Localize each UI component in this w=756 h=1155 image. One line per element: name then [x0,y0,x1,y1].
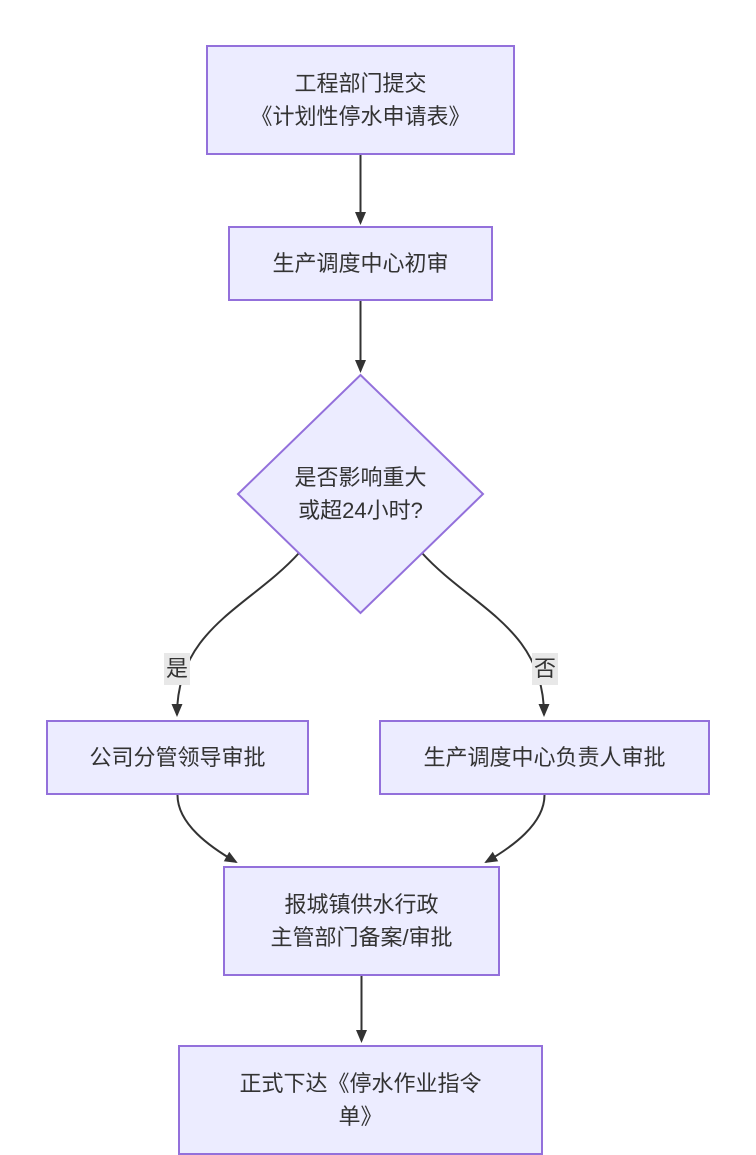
node-initial-review: 生产调度中心初审 [228,226,493,301]
edge-label-yes: 是 [164,653,191,685]
node-line: 《计划性停水申请表》 [250,104,471,129]
edge-label-no: 否 [532,653,559,685]
edge-decision-no [421,552,550,717]
node-line: 主管部门备案/审批 [270,925,453,950]
node-line: 是否影响重大 [294,465,427,490]
node-line: 正式下达《停水作业指令 [239,1071,482,1096]
node-line: 生产调度中心负责人审批 [423,745,666,770]
edge-decision-yes [171,552,300,717]
node-line: 生产调度中心初审 [272,251,449,276]
node-issue-order: 正式下达《停水作业指令 单》 [178,1045,543,1155]
node-decision: 是否影响重大 或超24小时? [238,375,483,613]
node-center-head-approval: 生产调度中心负责人审批 [379,720,710,795]
decision-diamond [236,373,485,615]
node-line: 报城镇供水行政 [284,892,439,917]
node-line: 工程部门提交 [294,71,427,96]
node-line: 或超24小时? [298,498,423,523]
node-report-authority: 报城镇供水行政 主管部门备案/审批 [223,866,500,976]
edge-head-to-report [484,794,546,863]
node-line: 单》 [338,1104,383,1129]
node-submit-application: 工程部门提交 《计划性停水申请表》 [206,45,515,155]
edge-leader-to-report [176,794,238,863]
node-line: 公司分管领导审批 [89,745,266,770]
node-leader-approval: 公司分管领导审批 [46,720,309,795]
